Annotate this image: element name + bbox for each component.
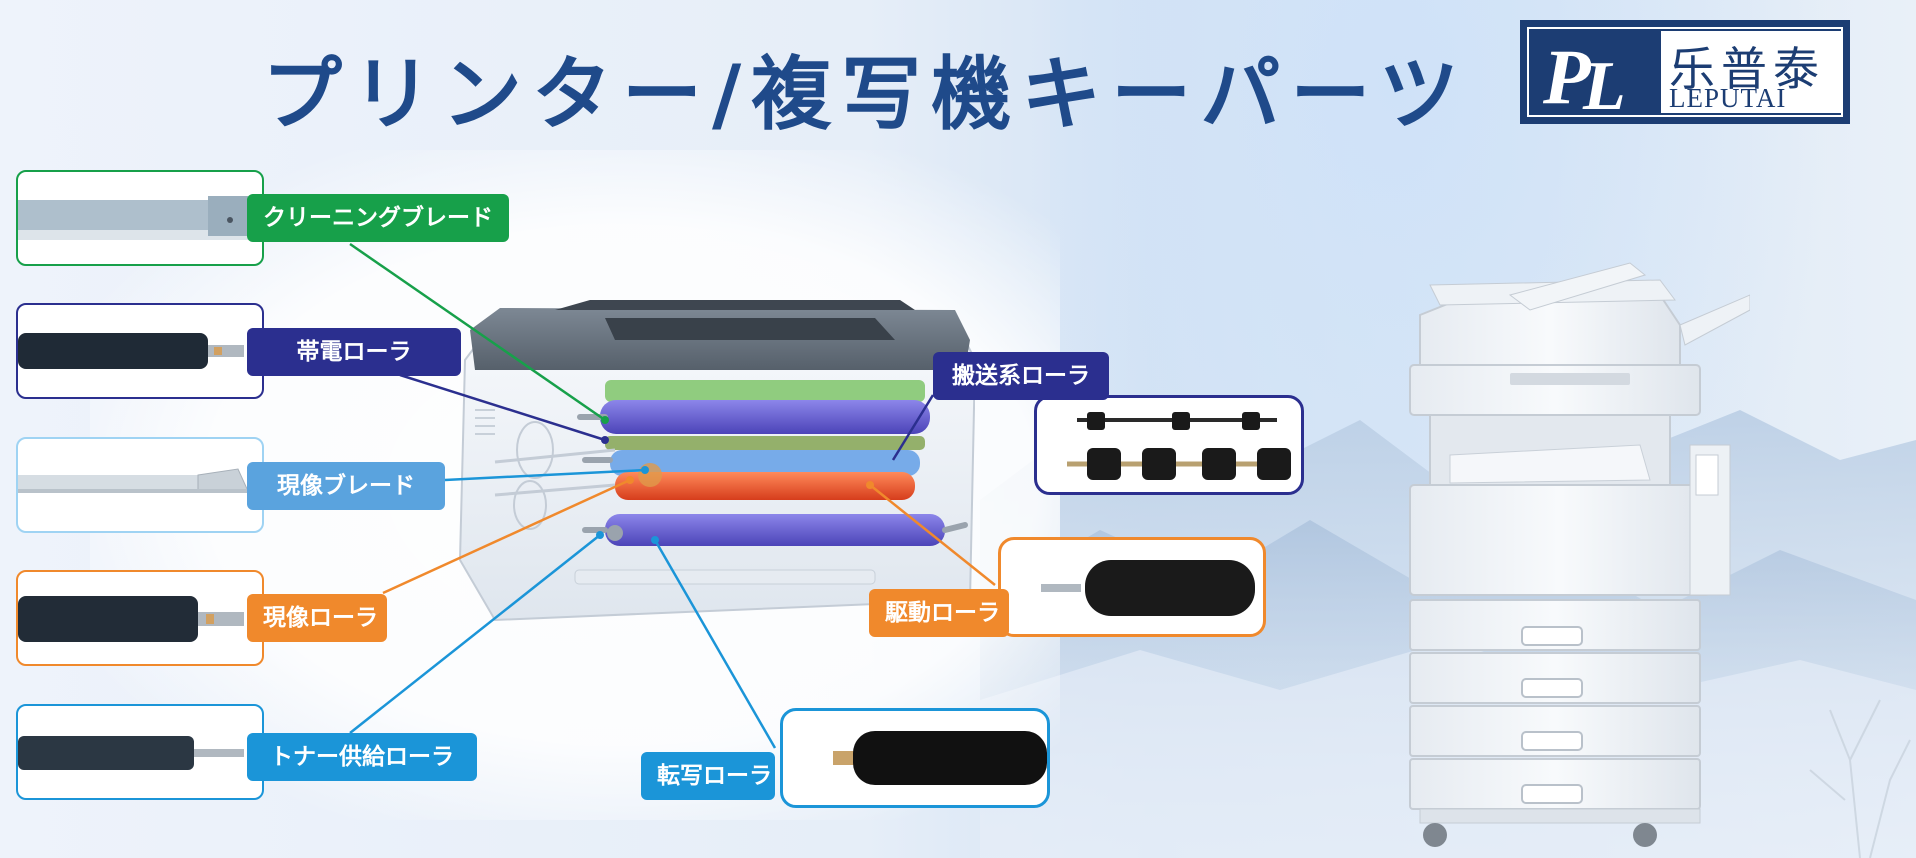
label-developing-blade: 現像ブレード	[247, 462, 445, 510]
svg-text:P: P	[1542, 33, 1592, 115]
transfer-roller-image	[833, 731, 1047, 785]
logo-frame	[1527, 27, 1843, 117]
copier-illustration	[1409, 262, 1750, 847]
svg-text:L: L	[1582, 48, 1626, 115]
cleaning-blade-photo	[16, 170, 264, 266]
charge-roller-image	[18, 333, 244, 369]
feed-rollers-photo	[1034, 395, 1304, 495]
label-charge-roller: 帯電ローラ	[247, 328, 461, 376]
drive-roller-image	[1041, 560, 1255, 616]
page-title: プリンター/複写機キーパーツ	[262, 48, 1469, 141]
label-transfer-roller: 転写ローラ	[641, 752, 775, 800]
feed-rollers-image	[1067, 412, 1291, 480]
developing-roller-photo	[16, 570, 264, 666]
cleaning-blade-image	[18, 196, 248, 240]
label-feed-rollers: 搬送系ローラ	[933, 352, 1109, 400]
developing-roller-image	[18, 596, 244, 642]
charge-roller-photo	[16, 303, 264, 399]
transfer-roller-photo	[780, 708, 1050, 808]
developing-blade-photo	[16, 437, 264, 533]
logo-text-box: 乐普泰 LEPUTAI	[1661, 31, 1841, 113]
label-drive-roller: 駆動ローラ	[869, 589, 1009, 637]
developing-blade-image	[18, 468, 249, 493]
logo-english-name: LEPUTAI	[1669, 83, 1787, 113]
company-logo: P L 乐普泰 LEPUTAI	[1520, 20, 1850, 124]
label-cleaning-blade: クリーニングブレード	[247, 194, 509, 242]
toner-supply-roller-image	[18, 736, 244, 770]
logo-chinese-name: 乐普泰	[1669, 42, 1825, 96]
drive-roller-photo	[998, 537, 1266, 637]
label-developing-roller: 現像ローラ	[247, 594, 387, 642]
label-toner-supply-roller: トナー供給ローラ	[247, 733, 477, 781]
toner-supply-roller-photo	[16, 704, 264, 800]
lp-monogram-icon: P L	[1542, 33, 1626, 115]
